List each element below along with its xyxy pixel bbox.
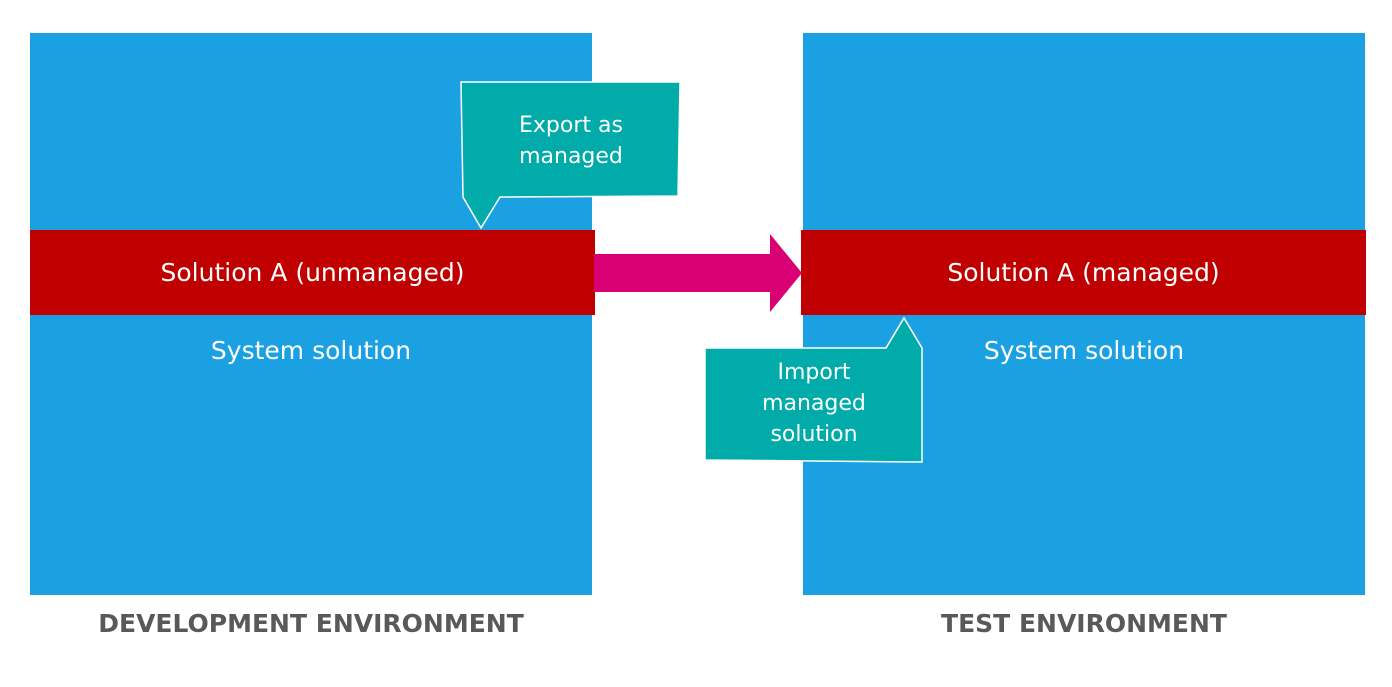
import-callout-shape [704,316,923,463]
test-environment-caption: TEST ENVIRONMENT [941,609,1227,638]
export-callout-shape [460,81,681,230]
dev-system-solution-label: System solution [210,336,412,365]
import-callout-text: Import managed solution [762,360,866,447]
test-solution-a-bar: Solution A (managed) [801,230,1366,315]
development-environment-caption: DEVELOPMENT ENVIRONMENT [98,609,524,638]
test-system-solution-label: System solution [983,336,1185,365]
dev-solution-a-bar: Solution A (unmanaged) [30,230,595,315]
transfer-arrow-icon [594,234,802,312]
export-callout-text: Export as managed [519,113,623,169]
